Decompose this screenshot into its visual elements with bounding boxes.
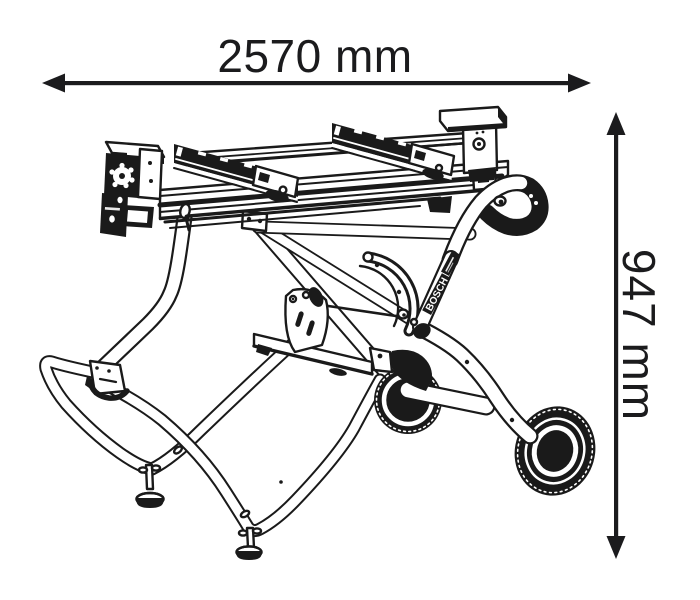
svg-text:947 mm: 947 mm <box>613 249 665 421</box>
svg-text:2570 mm: 2570 mm <box>217 30 412 82</box>
